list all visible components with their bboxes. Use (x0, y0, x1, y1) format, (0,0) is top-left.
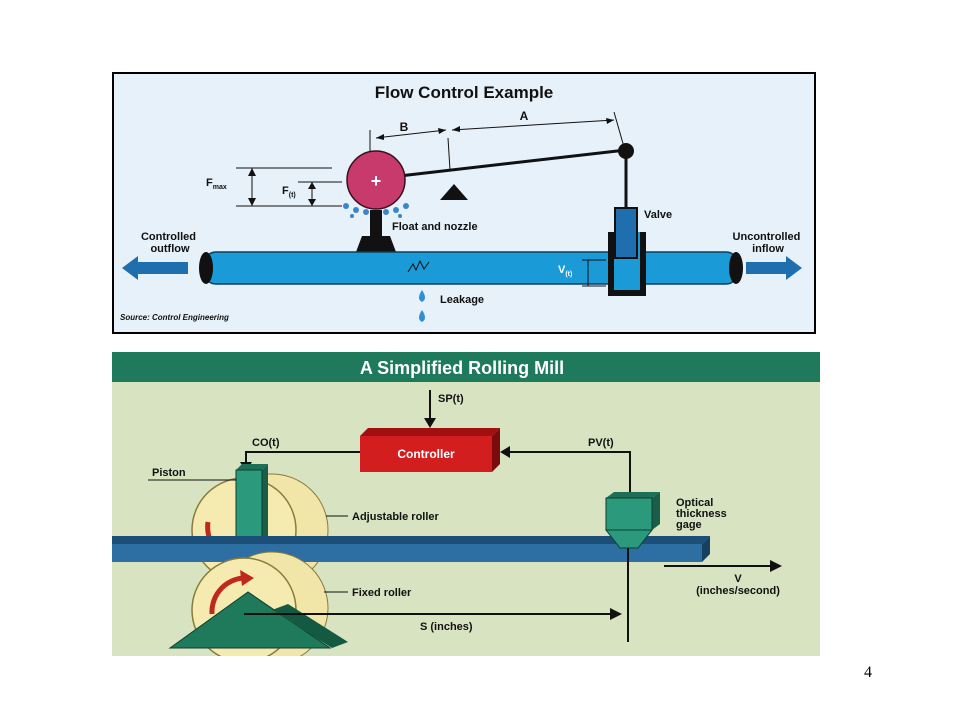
inflow-arrow-icon (746, 256, 802, 280)
pipe (203, 251, 739, 285)
arrow-right-icon (770, 560, 782, 572)
s-label: S (inches) (420, 621, 473, 633)
f-t-label: F(t) (282, 185, 296, 199)
dim-arrow (248, 168, 256, 176)
nozzle-base (356, 236, 396, 252)
mill-title-banner (112, 352, 820, 382)
float-plus-icon: + (371, 171, 382, 191)
gage-top (606, 492, 660, 498)
leakage-label: Leakage (440, 294, 484, 306)
controller-box (360, 436, 492, 472)
piston-side (262, 464, 268, 550)
controller-label: Controller (397, 447, 455, 461)
pv-signal-line (504, 451, 631, 496)
uncontrolled-inflow-label: Uncontrolled inflow (733, 231, 804, 255)
arrow-down-icon (424, 418, 436, 428)
sheet-top (112, 536, 710, 544)
rolling-mill-diagram: A Simplified Rolling Mill SP(t) Controll… (112, 352, 820, 656)
dim-arrow (308, 199, 316, 206)
v-label: V (734, 573, 742, 585)
lever-pivot (618, 143, 634, 159)
arrow-left-icon (500, 446, 510, 458)
flow-control-diagram: Flow Control Example B A Fmax F(t) + Flo… (112, 72, 816, 334)
piston-label: Piston (152, 467, 186, 479)
source-note: Source: Control Engineering (120, 313, 229, 322)
optical-gage (605, 497, 653, 531)
dim-arrow (248, 198, 256, 206)
label-b: B (400, 120, 409, 134)
dim-arrow (438, 128, 446, 134)
controller-top (360, 428, 500, 436)
co-label: CO(t) (252, 437, 280, 449)
v-t-label: V(t) (558, 264, 572, 278)
piston-top (236, 464, 268, 470)
flow-title: Flow Control Example (375, 83, 554, 102)
dim-arrow (606, 118, 614, 124)
label-a: A (520, 109, 529, 123)
water-drop-icon (419, 310, 425, 322)
lever-arm (381, 148, 627, 180)
sheet-edge (702, 536, 710, 562)
page-number: 4 (864, 664, 872, 681)
fulcrum (440, 184, 468, 200)
pipe-end-right (729, 252, 743, 284)
valve-plug (614, 207, 638, 259)
float-and-nozzle-label: Float and nozzle (392, 221, 478, 233)
rotation-arrowhead (240, 570, 254, 586)
dim-arrow (376, 134, 384, 140)
dim-arrow (308, 182, 316, 189)
valve-label: Valve (644, 209, 672, 221)
pipe-end-left (199, 252, 213, 284)
sp-label: SP(t) (438, 393, 464, 405)
leak-crack-icon (407, 259, 430, 273)
controlled-outflow-label: Controlled outflow (141, 231, 199, 255)
water-spray-icon (343, 203, 409, 218)
mill-title: A Simplified Rolling Mill (360, 358, 564, 378)
dim-arrow (452, 126, 460, 132)
sheet-metal (112, 544, 702, 562)
v-units-label: (inches/second) (696, 585, 780, 597)
gage-nozzle (604, 529, 654, 549)
float-ball (346, 150, 406, 210)
adjustable-roller-label: Adjustable roller (352, 511, 440, 523)
arrow-right-icon (610, 608, 622, 620)
gage-side (652, 492, 660, 530)
pv-label: PV(t) (588, 437, 614, 449)
optical-gage-label: Optical thickness gage (676, 497, 730, 531)
controller-side (492, 428, 500, 472)
co-signal-line (245, 451, 360, 466)
f-max-label: Fmax (206, 177, 227, 191)
nozzle-stem (370, 210, 382, 236)
water-drop-icon (419, 290, 425, 302)
outflow-arrow-icon (122, 256, 188, 280)
fixed-roller-label: Fixed roller (352, 587, 412, 599)
flow-diagram-frame (112, 72, 816, 334)
